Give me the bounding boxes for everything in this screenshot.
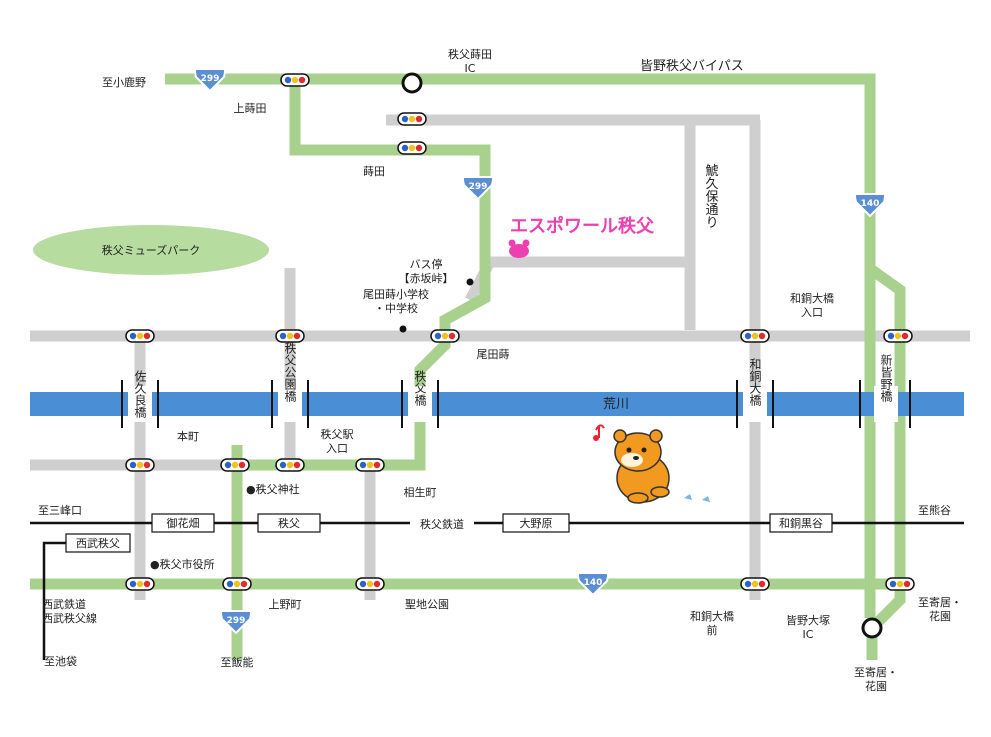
map-label-kamimakita: 上蒔田 xyxy=(234,102,267,115)
map-label-bus-stop: バス停【赤坂峠】 xyxy=(399,257,454,285)
map-label-uenomachi: 上野町 xyxy=(269,598,302,611)
map-label-makita: 蒔田 xyxy=(363,165,385,178)
station-ohanabatake: 御花畑 xyxy=(151,513,215,533)
station-wado-kuroya: 和銅黒谷 xyxy=(769,513,833,533)
route-number: 140 xyxy=(861,199,880,209)
svg-text:秩父橋: 秩父橋 xyxy=(413,370,427,407)
traffic-light-icon xyxy=(397,112,427,126)
station-chichibu: 秩父 xyxy=(257,513,321,533)
kakubo-road-label: 鯱久保通り xyxy=(703,164,719,229)
bus-stop-marker xyxy=(466,278,474,286)
interchange-icon-hanada xyxy=(401,72,423,94)
traffic-light-icon xyxy=(275,458,305,472)
traffic-light-icon xyxy=(740,577,770,591)
map-label-to-koshika: 至小鹿野 xyxy=(102,75,146,89)
route-shield-icon: 140 xyxy=(577,572,609,597)
mascot-icon xyxy=(593,424,710,504)
traffic-light-icon xyxy=(280,73,310,87)
svg-text:御花畑: 御花畑 xyxy=(167,516,200,530)
svg-text:西武秩父: 西武秩父 xyxy=(76,537,120,550)
map-label-wado-entrance: 和銅大橋入口 xyxy=(790,291,834,319)
map-label-aioi: 相生町 xyxy=(404,485,437,499)
route-number: 299 xyxy=(227,616,246,626)
traffic-light-icon xyxy=(222,577,252,591)
route-shield-icon: 140 xyxy=(854,193,886,218)
svg-text:佐久良橋: 佐久良橋 xyxy=(133,370,147,419)
traffic-light-icon xyxy=(355,577,385,591)
park-area xyxy=(33,225,269,275)
bridge-chichibu: 秩父橋 xyxy=(401,370,439,428)
map-label-school: 尾田蒔小学校・中学校 xyxy=(363,287,429,315)
svg-text:秩父: 秩父 xyxy=(278,517,300,530)
map-label-station-entrance: 秩父駅入口 xyxy=(321,428,354,455)
traffic-light-icon xyxy=(397,141,427,155)
svg-text:新皆野橋: 新皆野橋 xyxy=(879,353,893,403)
traffic-light-icon xyxy=(125,577,155,591)
route-shield-icon: 299 xyxy=(462,176,494,201)
traffic-light-icon xyxy=(885,577,915,591)
traffic-light-icon xyxy=(883,329,913,343)
river xyxy=(30,392,964,416)
river-label: 荒川 xyxy=(603,397,629,412)
map-label-chichibu-jinja: ●秩父神社 xyxy=(246,482,300,496)
traffic-light-icon xyxy=(355,458,385,472)
bridge-sakura: 佐久良橋 xyxy=(121,370,159,428)
bridge-chichibu-koen: 秩父公園橋 xyxy=(271,342,309,428)
bridge-wado: 和銅大橋 xyxy=(736,358,774,428)
minor-roads xyxy=(30,114,970,600)
svg-text:和銅大橋: 和銅大橋 xyxy=(748,358,762,407)
traffic-light-icon xyxy=(740,329,770,343)
bear-marker-icon xyxy=(508,239,530,258)
route-number: 299 xyxy=(201,74,220,84)
svg-text:秩父鉄道: 秩父鉄道 xyxy=(420,517,464,531)
map-label-to-ikebukuro: 至池袋 xyxy=(44,654,77,668)
route-shield-icon: 299 xyxy=(220,610,252,635)
traffic-light-icon xyxy=(125,458,155,472)
map-label-to-misaguchi: 至三峰口 xyxy=(38,504,82,517)
traffic-light-icon xyxy=(430,329,460,343)
map-label-to-yorii-right: 至寄居・花園 xyxy=(918,595,962,623)
svg-text:和銅黒谷: 和銅黒谷 xyxy=(779,516,823,530)
map-label-to-kumagaya: 至熊谷 xyxy=(918,503,951,517)
route-number: 299 xyxy=(469,182,488,192)
map-label-wado-mae: 和銅大橋前 xyxy=(690,609,734,637)
traffic-light-icon xyxy=(220,458,250,472)
school-marker xyxy=(399,325,407,333)
svg-text:秩父公園橋: 秩父公園橋 xyxy=(283,342,297,403)
destination-label: エスポワール秩父 xyxy=(510,215,655,237)
map-label-to-yorii-bottom: 至寄居・花園 xyxy=(854,665,898,693)
route-number: 140 xyxy=(584,578,603,588)
main-roads xyxy=(30,73,906,660)
map-label-odamaki: 尾田蒔 xyxy=(477,348,510,361)
route-shield-icon: 299 xyxy=(194,68,226,93)
station-onohara: 大野原 xyxy=(502,513,570,533)
park-label: 秩父ミューズパーク xyxy=(102,243,200,257)
map-label-bypass: 皆野秩父バイパス xyxy=(640,59,744,74)
bridge-shin-minano: 新皆野橋 xyxy=(859,353,911,428)
traffic-light-icon xyxy=(275,329,305,343)
traffic-light-icon xyxy=(125,329,155,343)
map-label-seibu-line: 西武鉄道西武秩父線 xyxy=(42,597,97,625)
traffic-lights xyxy=(125,73,915,591)
map-label-city-hall: ●秩父市役所 xyxy=(150,557,215,571)
station-seibu-chichibu: 西武秩父 xyxy=(65,533,131,553)
map-label-to-hanno: 至飯能 xyxy=(221,655,254,669)
route-shields: 299 299 299 140 140 xyxy=(194,68,886,635)
map-label-motomachi: 本町 xyxy=(177,429,199,443)
map-label-seichi-koen: 聖地公園 xyxy=(405,598,449,611)
interchange-icon-minano xyxy=(861,617,883,639)
svg-text:大野原: 大野原 xyxy=(520,516,553,530)
